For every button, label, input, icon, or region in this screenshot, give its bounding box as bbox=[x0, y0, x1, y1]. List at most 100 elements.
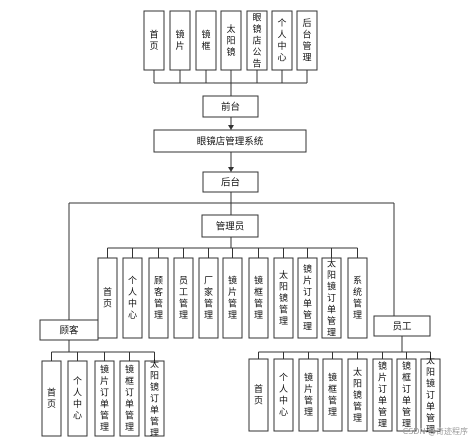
employee-item-4: 太阳镜管理 bbox=[347, 358, 368, 432]
employee-item-4-label: 太阳镜管理 bbox=[353, 366, 362, 424]
employee-item-7-label: 太阳镜订单管理 bbox=[426, 354, 435, 435]
admin-item-8-box bbox=[297, 257, 318, 339]
system-node-label: 眼镜店管理系统 bbox=[197, 136, 264, 148]
employee-item-0-label: 首页 bbox=[254, 383, 263, 407]
admin-item-0-label: 首页 bbox=[103, 286, 112, 310]
frontend-item-1: 镜片 bbox=[169, 10, 191, 71]
frontend-item-6-label: 后台管理 bbox=[302, 18, 311, 64]
customer-item-0-box bbox=[41, 360, 62, 437]
employee-item-3-label: 镜框管理 bbox=[328, 372, 337, 419]
customer-item-0-label: 首页 bbox=[47, 387, 56, 411]
employee-item-7: 太阳镜订单管理 bbox=[420, 354, 441, 435]
employee-item-1-label: 个人中心 bbox=[279, 373, 288, 419]
admin-item-9-label: 太阳镜订单管理 bbox=[327, 257, 336, 338]
customer-item-2-label: 镜片订单管理 bbox=[100, 364, 109, 434]
employee-item-1-box bbox=[273, 358, 294, 432]
backend-node-label: 后台 bbox=[221, 177, 240, 189]
admin-item-3: 员工管理 bbox=[173, 257, 194, 339]
backend-node: 后台 bbox=[202, 171, 259, 193]
admin-item-8: 镜片订单管理 bbox=[297, 257, 318, 339]
frontend-item-3: 太阳镜 bbox=[220, 10, 242, 71]
admin-item-7-box bbox=[273, 257, 294, 339]
employee-item-5-label: 镜片订单管理 bbox=[378, 360, 387, 430]
admin-item-9-box bbox=[321, 257, 342, 339]
admin-item-1: 个人中心 bbox=[122, 257, 143, 339]
customer-item-1: 个人中心 bbox=[67, 360, 88, 437]
customer-item-3-box bbox=[119, 360, 140, 437]
admin-item-2-label: 顾客管理 bbox=[154, 276, 163, 322]
employee-item-5-box bbox=[372, 358, 393, 432]
frontend-item-1-label: 镜片 bbox=[175, 29, 184, 53]
employee-item-2: 镜片管理 bbox=[298, 358, 319, 432]
watermark: CSDN @奇迹程序 bbox=[402, 427, 468, 436]
arrow-head bbox=[228, 125, 234, 130]
employee-item-1: 个人中心 bbox=[273, 358, 294, 432]
admin-item-4-box bbox=[198, 257, 219, 339]
admin-item-5-label: 镜片管理 bbox=[228, 275, 237, 322]
admin-item-7-label: 太阳镜管理 bbox=[279, 269, 288, 327]
admin-item-1-box bbox=[122, 257, 143, 339]
employee-item-6-box bbox=[396, 358, 417, 432]
customer-item-4-box bbox=[144, 360, 165, 437]
employee-item-3: 镜框管理 bbox=[322, 358, 343, 432]
admin-item-2: 顾客管理 bbox=[148, 257, 169, 339]
frontend-item-2-label: 镜框 bbox=[201, 29, 210, 53]
frontend-item-5-label: 个人中心 bbox=[277, 18, 286, 64]
frontend-item-0: 首页 bbox=[143, 10, 165, 71]
admin-item-4: 厂家管理 bbox=[198, 257, 219, 339]
employee-item-2-box bbox=[298, 358, 319, 432]
frontend-item-2: 镜框 bbox=[195, 10, 217, 71]
employee-node-label: 员工 bbox=[392, 322, 412, 333]
employee-item-6: 镜框订单管理 bbox=[396, 358, 417, 432]
system-node: 眼镜店管理系统 bbox=[153, 129, 307, 153]
employee-item-6-label: 镜框订单管理 bbox=[402, 360, 411, 430]
admin-item-0-box bbox=[97, 257, 118, 339]
admin-item-2-box bbox=[148, 257, 169, 339]
customer-item-3-label: 镜框订单管理 bbox=[125, 364, 134, 434]
frontend-item-5: 个人中心 bbox=[271, 10, 293, 71]
employee-node: 员工 bbox=[373, 315, 431, 337]
frontend-item-2-box bbox=[195, 10, 217, 71]
admin-item-6: 镜框管理 bbox=[248, 257, 269, 339]
admin-item-1-label: 个人中心 bbox=[128, 276, 137, 322]
employee-item-7-box bbox=[420, 358, 441, 432]
frontend-item-3-label: 太阳镜 bbox=[226, 23, 235, 58]
admin-item-9: 太阳镜订单管理 bbox=[321, 257, 342, 339]
admin-node-label: 管理员 bbox=[216, 221, 245, 233]
customer-node: 顾客 bbox=[39, 319, 99, 341]
frontend-item-6: 后台管理 bbox=[296, 10, 318, 71]
frontend-node: 前台 bbox=[202, 95, 259, 118]
frontend-item-0-label: 首页 bbox=[149, 29, 158, 53]
frontend-item-1-box bbox=[169, 10, 191, 71]
customer-item-1-box bbox=[67, 360, 88, 437]
admin-item-5-box bbox=[222, 257, 243, 339]
system-node-box bbox=[153, 129, 307, 153]
admin-node: 管理员 bbox=[201, 214, 259, 238]
frontend-item-4-label: 眼镜店公告 bbox=[252, 12, 261, 69]
customer-node-label: 顾客 bbox=[59, 325, 79, 337]
customer-item-0: 首页 bbox=[41, 360, 62, 437]
customer-item-2-box bbox=[94, 360, 115, 437]
admin-item-4-label: 厂家管理 bbox=[204, 276, 213, 322]
frontend-node-label: 前台 bbox=[221, 101, 240, 113]
admin-item-6-box bbox=[248, 257, 269, 339]
admin-item-7: 太阳镜管理 bbox=[273, 257, 294, 339]
employee-item-2-label: 镜片管理 bbox=[304, 372, 313, 419]
employee-item-3-box bbox=[322, 358, 343, 432]
admin-item-10-box bbox=[347, 257, 368, 339]
customer-item-4: 太阳镜订单管理 bbox=[144, 358, 165, 439]
employee-item-4-box bbox=[347, 358, 368, 432]
admin-item-10: 系统管理 bbox=[347, 257, 368, 339]
employee-item-0-box bbox=[248, 358, 269, 432]
admin-item-0: 首页 bbox=[97, 257, 118, 339]
customer-item-4-label: 太阳镜订单管理 bbox=[150, 358, 159, 439]
frontend-item-0-box bbox=[143, 10, 165, 71]
admin-item-10-label: 系统管理 bbox=[353, 276, 362, 322]
admin-node-box bbox=[201, 214, 259, 238]
customer-item-3: 镜框订单管理 bbox=[119, 360, 140, 437]
customer-item-2: 镜片订单管理 bbox=[94, 360, 115, 437]
admin-item-3-label: 员工管理 bbox=[179, 276, 188, 322]
arrow-head bbox=[228, 167, 234, 172]
